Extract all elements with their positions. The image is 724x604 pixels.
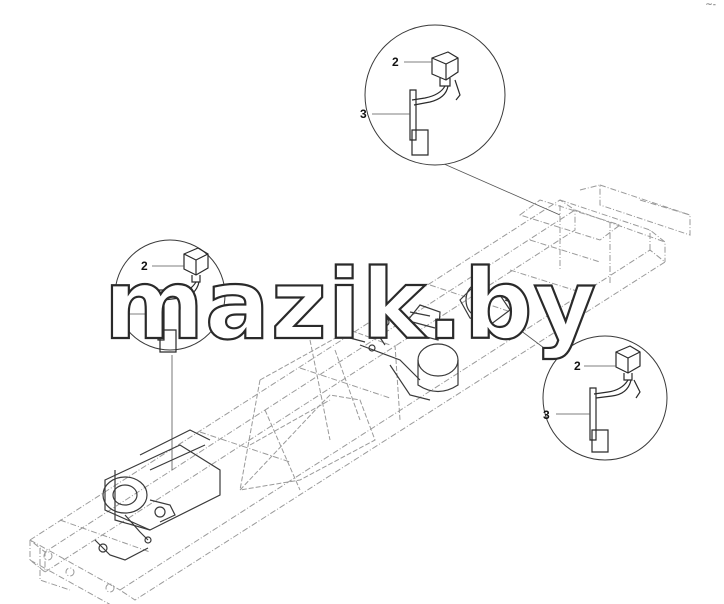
callout-label-3-right: 3	[543, 408, 550, 422]
callout-detail-top: 2 3	[360, 24, 506, 166]
callout-label-2-top: 2	[392, 55, 399, 69]
central-components	[349, 283, 521, 401]
callout-label-2-left: 2	[141, 259, 148, 273]
lattice-frame	[238, 329, 401, 491]
callout-label-1-left: 1	[120, 308, 127, 322]
callout-label-3-top: 3	[360, 107, 367, 121]
callout-detail-left: 2 1	[114, 239, 226, 353]
corner-mark: ~-	[705, 0, 716, 10]
watermark-logo: mazik.by	[104, 249, 597, 361]
fuel-tank-assembly	[94, 429, 221, 561]
callout-detail-right: 2 3	[542, 335, 668, 461]
sensor-bracket-right	[589, 345, 641, 453]
callout-label-2-right: 2	[574, 359, 581, 373]
chassis-frame	[29, 184, 691, 604]
sensor-bracket-left	[157, 247, 209, 353]
leader-lines	[171, 159, 561, 470]
sensor-bracket-top	[409, 51, 461, 156]
